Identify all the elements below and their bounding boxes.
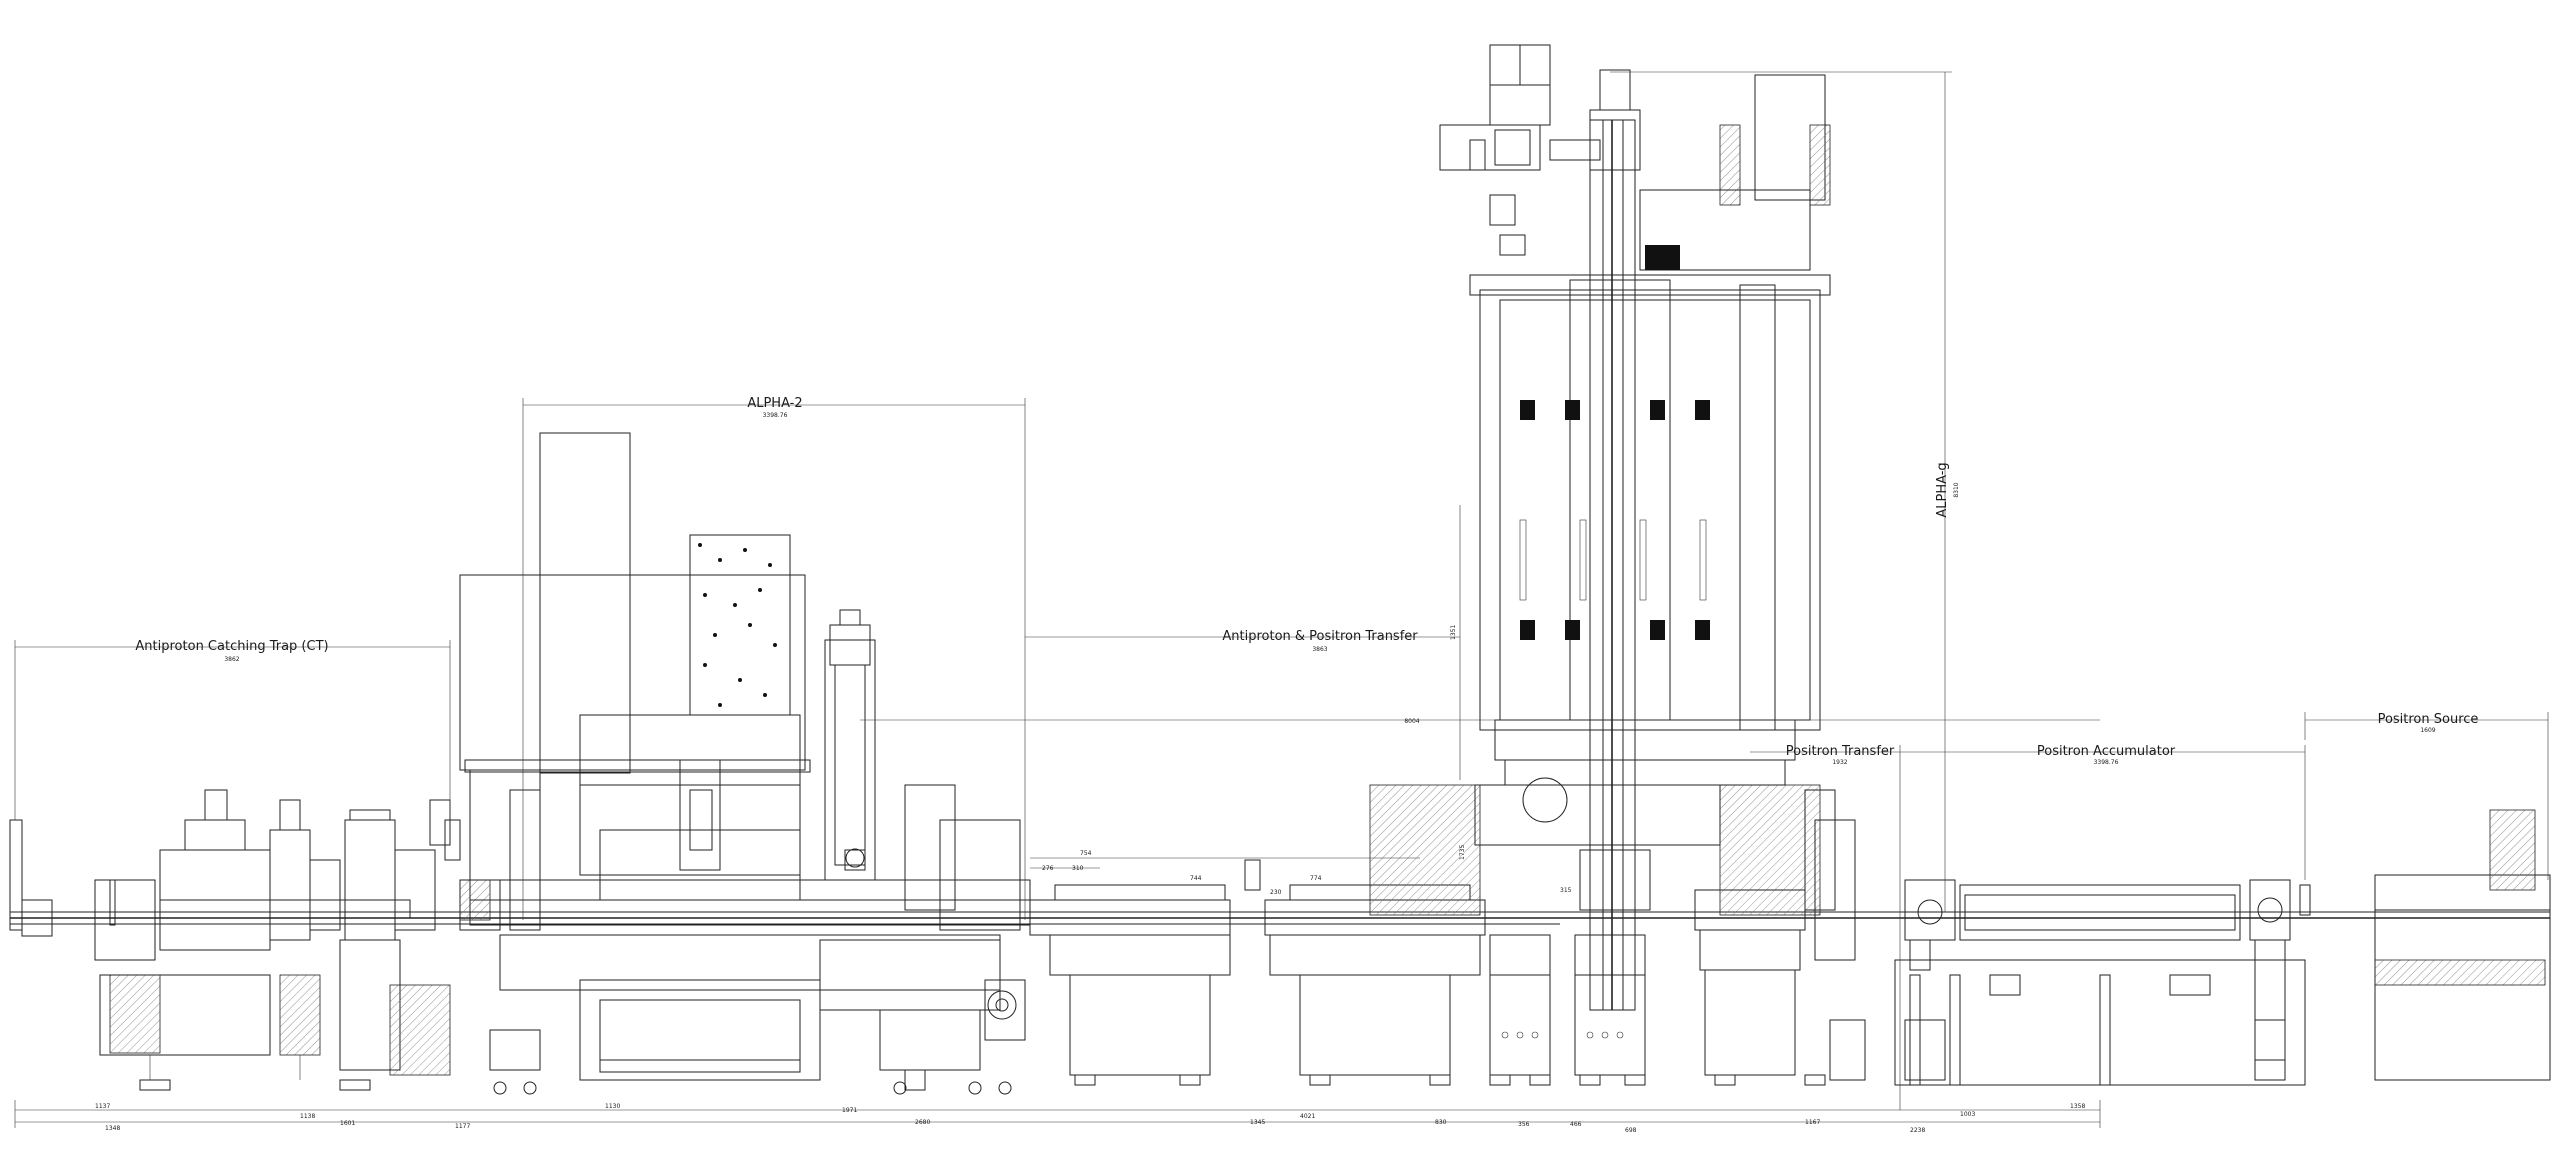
- positron-source-section: [2299, 809, 2551, 1081]
- dim-label: 1167: [1805, 1119, 1820, 1126]
- dimension-lines: [14, 71, 2549, 1128]
- mid-dimension-labels: 754 276 310 744 774 230 1351 1735 315: [1042, 625, 1572, 896]
- dim-label: 4021: [1300, 1113, 1315, 1120]
- section-labels: ALPHA-2 3398.76 Antiproton Catching Trap…: [135, 396, 2478, 766]
- label-alphag-dim: 8310: [1953, 482, 1960, 497]
- dim-label: 1971: [842, 1107, 857, 1114]
- dim-label: 1358: [2070, 1103, 2085, 1110]
- alphag-tower: [1369, 44, 1831, 1086]
- catching-trap-section: [9, 789, 501, 1091]
- dim-label: 1138: [300, 1113, 315, 1120]
- label-positron-transfer-dim: 1932: [1832, 759, 1847, 766]
- label-alphag: ALPHA-g: [1935, 462, 1950, 517]
- label-ct: Antiproton Catching Trap (CT): [135, 639, 328, 654]
- dim-label: 356: [1518, 1121, 1530, 1128]
- dim-label: 1130: [605, 1103, 620, 1110]
- dim-label: 2238: [1910, 1127, 1925, 1134]
- positron-transfer-section: [1694, 789, 1866, 1086]
- dim-label: 230: [1270, 889, 1282, 896]
- label-transfer: Antiproton & Positron Transfer: [1222, 629, 1418, 644]
- dim-label: 754: [1080, 850, 1092, 857]
- dim-label: 2680: [915, 1119, 930, 1126]
- label-ct-dim: 3862: [224, 656, 239, 663]
- magnet-coil-icon: [1520, 400, 1710, 640]
- dim-label: 1137: [95, 1103, 110, 1110]
- dim-label: 830: [1435, 1119, 1447, 1126]
- dim-label: 1003: [1960, 1111, 1975, 1118]
- dim-label: 1601: [340, 1120, 355, 1127]
- label-accumulator-dim: 3398.76: [2094, 759, 2119, 766]
- alpha2-section: [459, 432, 1031, 1095]
- bottom-dimension-labels: 1137 1348 1138 1601 1177 1130 1971 2680 …: [95, 1103, 2085, 1134]
- dim-label: 310: [1072, 865, 1084, 872]
- positron-accumulator-section: [1894, 879, 2306, 1086]
- dim-label: 315: [1560, 887, 1572, 894]
- dim-label: 698: [1625, 1127, 1637, 1134]
- label-source-dim: 1609: [2420, 727, 2435, 734]
- label-alpha2: ALPHA-2: [747, 396, 802, 411]
- dim-label: 774: [1310, 875, 1322, 882]
- label-overall-dim: 8004: [1404, 718, 1419, 725]
- dim-label: 1351: [1450, 625, 1457, 640]
- label-transfer-dim: 3863: [1312, 646, 1327, 653]
- dim-label: 466: [1570, 1121, 1582, 1128]
- dim-label: 276: [1042, 865, 1054, 872]
- beamline: [10, 911, 2550, 925]
- dim-label: 1345: [1250, 1119, 1265, 1126]
- label-source: Positron Source: [2378, 712, 2479, 727]
- dim-label: 1177: [455, 1123, 470, 1130]
- dim-label: 1735: [1459, 845, 1466, 860]
- label-alpha2-dim: 3398.76: [763, 412, 788, 419]
- dim-label: 744: [1190, 875, 1202, 882]
- label-positron-transfer: Positron Transfer: [1786, 744, 1895, 759]
- label-accumulator: Positron Accumulator: [2037, 744, 2176, 759]
- dim-label: 1348: [105, 1125, 120, 1132]
